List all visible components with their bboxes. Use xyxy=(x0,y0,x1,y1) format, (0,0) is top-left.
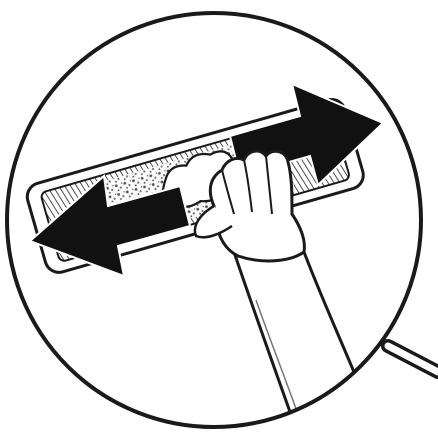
magnifier-handle xyxy=(388,346,438,372)
hand xyxy=(210,151,304,261)
